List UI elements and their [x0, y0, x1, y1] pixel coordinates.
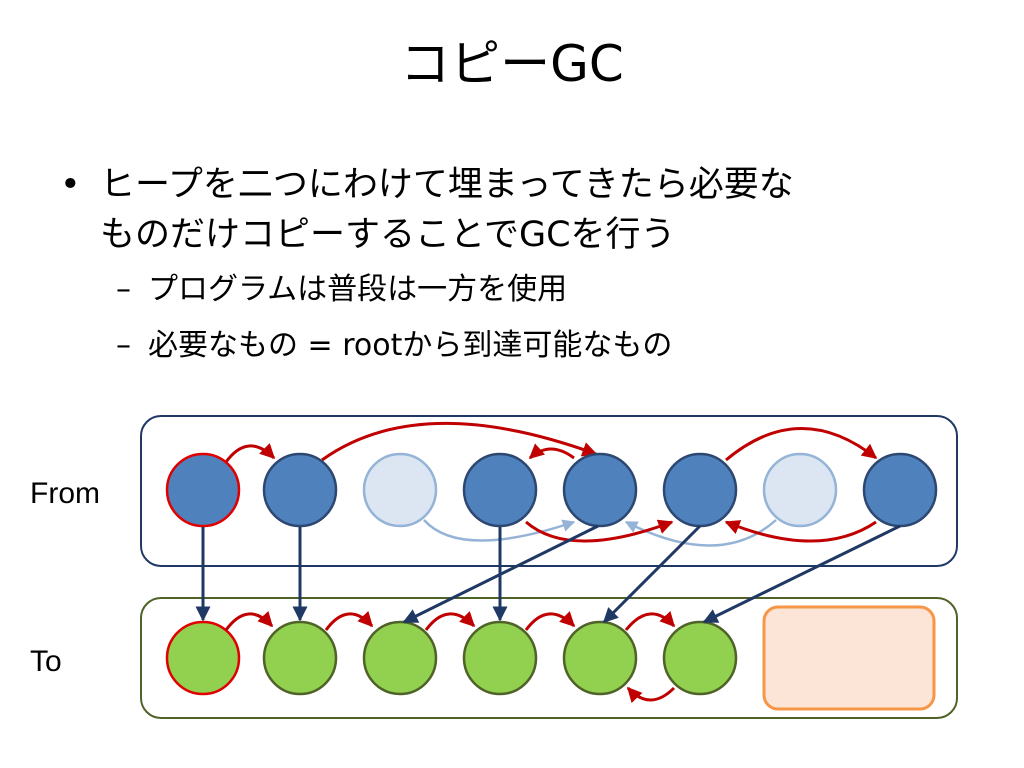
bullet-main: • ヒープを二つにわけて埋まってきたら必要な ものだけコピーすることでGCを行う: [60, 160, 960, 260]
pointer-arrow: [424, 611, 476, 631]
bullet-main-line1: ヒープを二つにわけて埋まってきたら必要な: [100, 165, 794, 205]
bullet-dot: •: [60, 165, 81, 205]
pointer-arrow: [624, 610, 676, 631]
pointer-arrow: [224, 443, 276, 463]
live-object: [862, 452, 938, 528]
copied-object: [562, 620, 638, 696]
copied-object: [262, 620, 338, 696]
bullet-main-line2: ものだけコピーすることでGCを行う: [100, 215, 676, 255]
pointer-arrow: [324, 610, 374, 631]
live-object: [262, 452, 338, 528]
dead-pointer-arrow: [624, 519, 777, 547]
garbage-object: [362, 452, 438, 528]
pointer-arrow: [528, 443, 575, 460]
sub-bullet-1: – プログラムは普段は一方を使用: [60, 270, 960, 310]
pointer-arrow: [524, 611, 576, 631]
pointer-arrow: [224, 610, 274, 631]
pointer-arrow: [626, 686, 676, 704]
garbage-object: [762, 452, 838, 528]
to-space-frame: [140, 597, 958, 719]
copied-root-object: [165, 620, 241, 696]
pointer-arrow: [321, 422, 598, 462]
to-label: To: [30, 645, 62, 678]
free-space-block: [762, 605, 936, 711]
from-space-frame: [140, 415, 958, 567]
live-object: [662, 452, 738, 528]
pointer-arrow: [525, 519, 674, 543]
slide-title: コピーGC: [400, 35, 624, 93]
copied-object: [462, 620, 538, 696]
sub-bullet-dash: –: [116, 272, 131, 307]
bullet-list: • ヒープを二つにわけて埋まってきたら必要な ものだけコピーすることでGCを行う…: [60, 160, 960, 366]
live-object: [462, 452, 538, 528]
copied-object: [362, 620, 438, 696]
pointer-arrow: [725, 427, 878, 462]
sub-bullet-dash: –: [116, 328, 131, 363]
live-object: [562, 452, 638, 528]
root-object: [165, 452, 241, 528]
dead-pointer-arrow: [423, 519, 576, 542]
from-label: From: [30, 477, 100, 510]
pointer-arrow: [724, 520, 877, 543]
sub-bullet-2-text: 必要なもの = rootから到達可能なもの: [148, 328, 673, 363]
copied-object: [662, 620, 738, 696]
copy-arrow: [602, 524, 702, 624]
copy-arrow: [702, 524, 901, 624]
sub-bullet-1-text: プログラムは普段は一方を使用: [148, 272, 568, 307]
sub-bullet-2: – 必要なもの = rootから到達可能なもの: [60, 326, 960, 366]
